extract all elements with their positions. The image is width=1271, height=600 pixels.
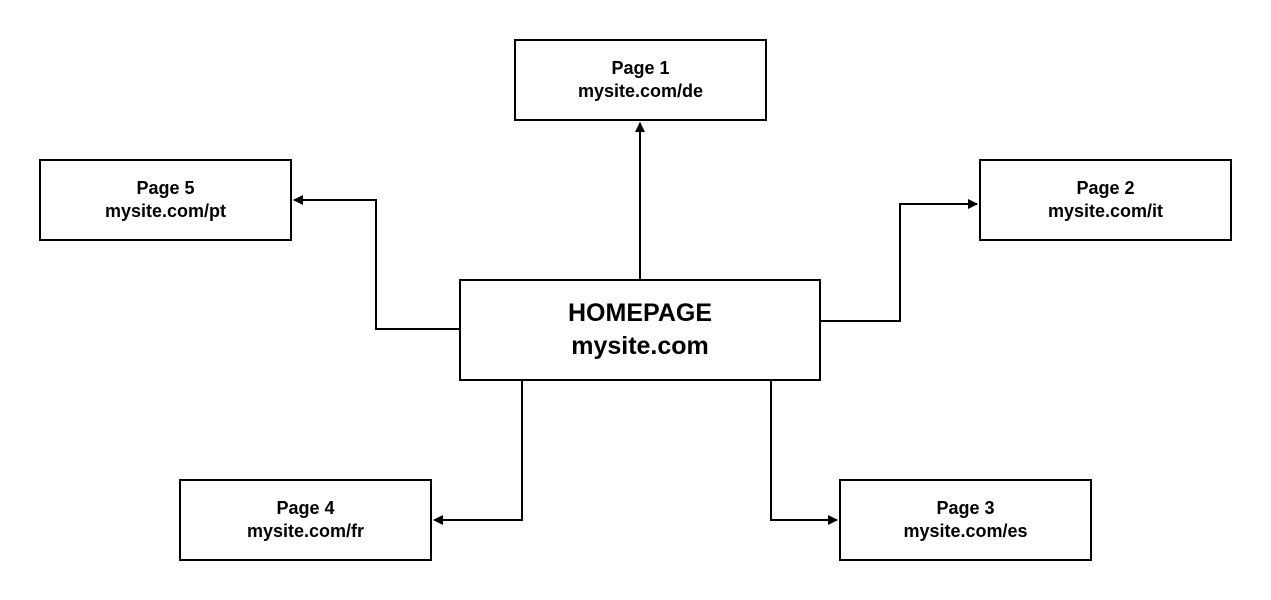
node-page-5: Page 5 mysite.com/pt — [39, 159, 292, 241]
node-url: mysite.com/it — [1047, 201, 1164, 221]
node-page-3: Page 3 mysite.com/es — [839, 479, 1092, 561]
edge-home-to-page4 — [433, 381, 523, 525]
node-url: mysite.com/pt — [104, 201, 227, 221]
edge-home-to-page3 — [770, 381, 838, 525]
node-title: Page 5 — [136, 178, 195, 198]
edge-home-to-page5 — [293, 195, 459, 330]
node-page-2: Page 2 mysite.com/it — [979, 159, 1232, 241]
node-title: Page 1 — [611, 58, 670, 78]
node-url: mysite.com/de — [577, 81, 704, 101]
node-url: mysite.com/fr — [246, 521, 365, 541]
node-title: Page 2 — [1076, 178, 1135, 198]
node-homepage: HOMEPAGE mysite.com — [459, 279, 821, 381]
node-page-4: Page 4 mysite.com/fr — [179, 479, 432, 561]
node-page-1: Page 1 mysite.com/de — [514, 39, 767, 121]
edge-home-to-page2 — [821, 199, 978, 322]
node-url: mysite.com/es — [903, 521, 1028, 541]
node-url: mysite.com — [571, 332, 709, 360]
node-title: Page 3 — [936, 498, 995, 518]
node-title: HOMEPAGE — [568, 299, 712, 327]
node-title: Page 4 — [276, 498, 335, 518]
